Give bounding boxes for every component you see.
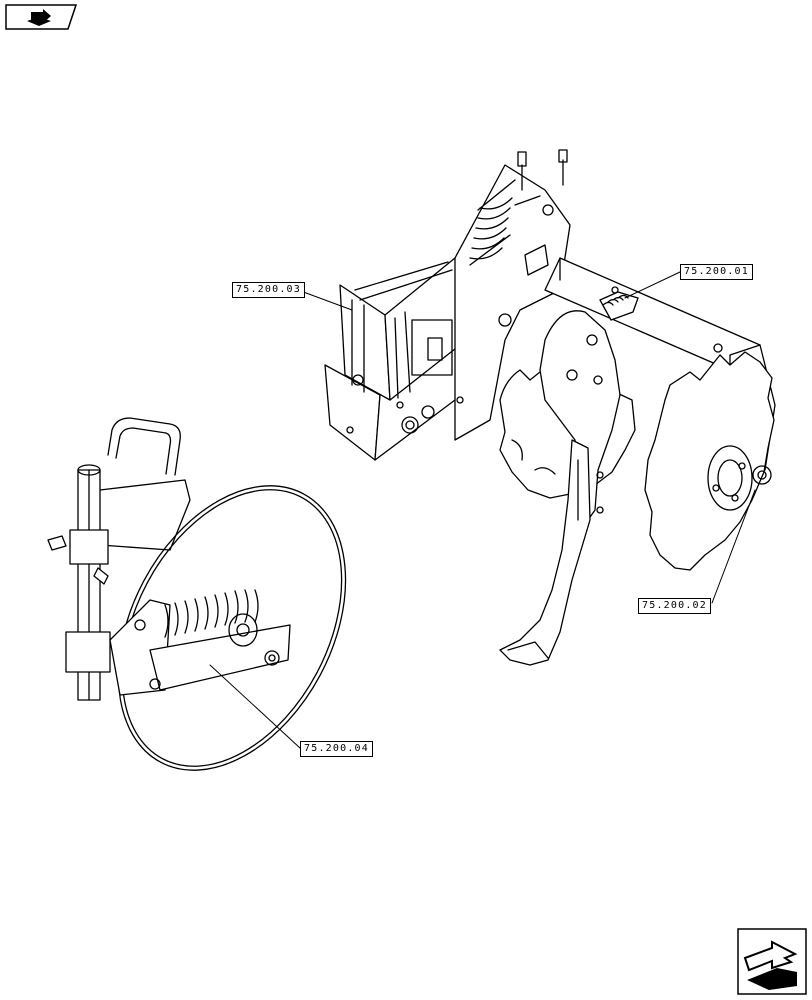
- disc-right: [644, 351, 775, 571]
- callout-75-200-04[interactable]: 75.200.04: [300, 741, 373, 757]
- main-spring: [469, 149, 568, 266]
- book-arrow-icon: [5, 4, 78, 30]
- page-arrow-icon: [737, 928, 807, 995]
- callout-75-200-02[interactable]: 75.200.02: [638, 598, 711, 614]
- next-button[interactable]: [737, 928, 807, 995]
- handle-loop: [89, 417, 191, 551]
- shank-tine: [499, 439, 591, 666]
- mounting-frame: [324, 257, 463, 461]
- callout-75-200-01[interactable]: 75.200.01: [680, 264, 753, 280]
- post: [47, 464, 111, 701]
- callout-75-200-03[interactable]: 75.200.03: [232, 282, 305, 298]
- disc-bracket: [539, 291, 639, 521]
- back-button[interactable]: [5, 4, 78, 30]
- side-plate: [454, 164, 571, 441]
- disc-small: [117, 485, 347, 771]
- spring-arm: [109, 589, 291, 696]
- leader-lines: [209, 271, 756, 749]
